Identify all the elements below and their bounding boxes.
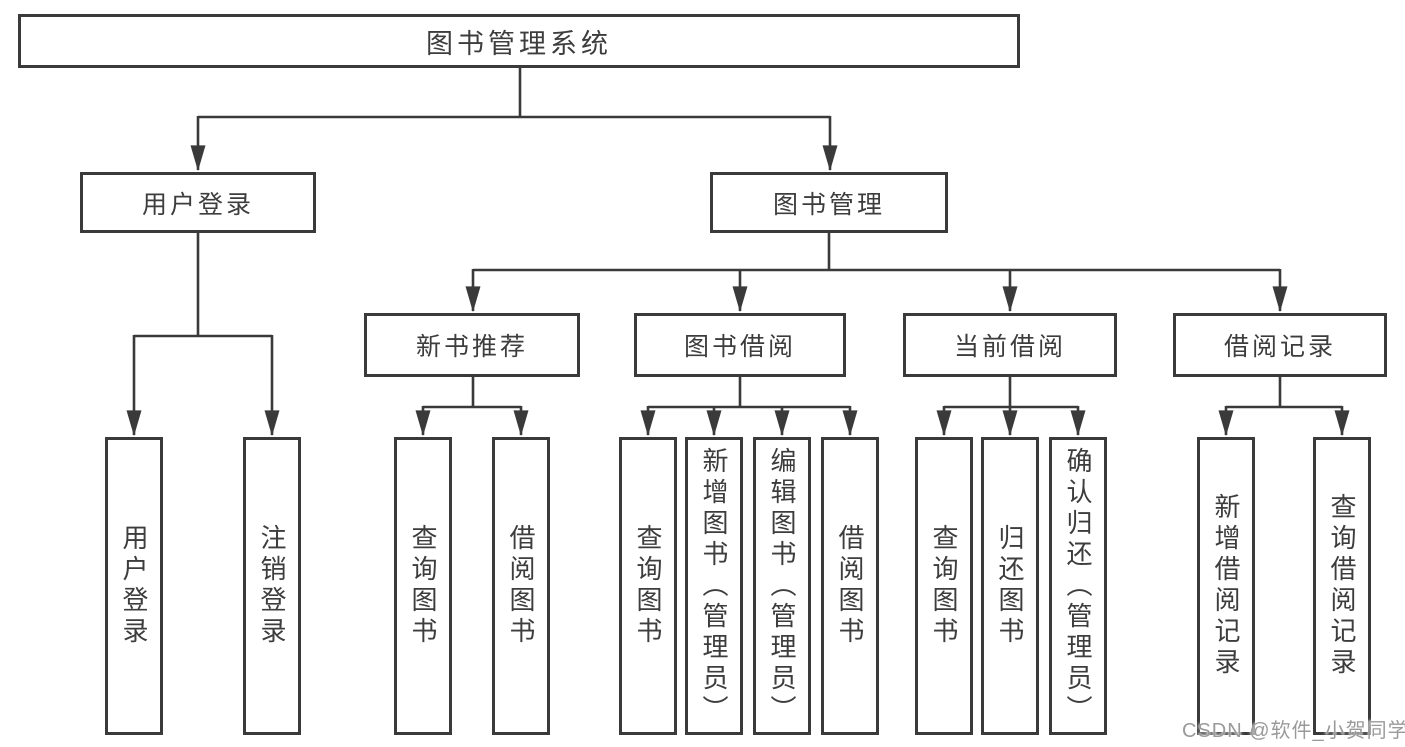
node-leaf-return-books: 归还图书 [981,437,1039,735]
node-label: 当前借阅 [953,333,1066,361]
node-label: 借阅记录 [1223,333,1336,361]
node-leaf-borrow-books: 借阅图书 [821,437,879,735]
node-label: 归还图书 [995,524,1025,648]
node-book-management: 图书管理 [710,172,948,233]
node-leaf-user-login: 用户登录 [105,437,163,735]
node-label: 新增借阅记录 [1211,493,1241,679]
node-label: 图书借阅 [683,333,796,361]
node-leaf-borrow-books-recommend: 借阅图书 [492,437,550,735]
node-book-borrow: 图书借阅 [634,313,846,377]
node-new-book-recommend: 新书推荐 [364,313,580,377]
node-label: 编辑图书（管理员） [767,446,797,726]
node-leaf-logout: 注销登录 [243,437,301,735]
node-label: 图书管理系统 [426,28,612,59]
node-label: 确认归还（管理员） [1063,446,1093,726]
node-current-borrow: 当前借阅 [903,313,1117,377]
node-label: 注销登录 [257,524,287,648]
node-user-login: 用户登录 [80,172,316,233]
node-borrow-records: 借阅记录 [1173,313,1387,377]
node-label: 查询图书 [633,524,663,648]
node-label: 借阅图书 [506,524,536,648]
node-leaf-query-books-recommend: 查询图书 [394,437,452,735]
node-label: 用户登录 [119,524,149,648]
node-label: 图书管理 [772,190,885,219]
node-label: 用户登录 [141,190,254,219]
node-leaf-query-books-current: 查询图书 [915,437,973,735]
node-label: 新增图书（管理员） [699,446,729,726]
node-label: 借阅图书 [835,524,865,648]
node-leaf-confirm-return-admin: 确认归还（管理员） [1049,437,1107,735]
node-label: 查询借阅记录 [1327,493,1357,679]
csdn-watermark: CSDN @软件_小贺同学 [1182,720,1405,742]
node-label: 新书推荐 [415,333,528,361]
node-leaf-query-borrow-record: 查询借阅记录 [1313,437,1371,735]
node-leaf-add-books-admin: 新增图书（管理员） [685,437,743,735]
node-label: 查询图书 [408,524,438,648]
node-library-management-system: 图书管理系统 [18,14,1020,68]
node-leaf-add-borrow-record: 新增借阅记录 [1197,437,1255,735]
node-leaf-query-books-borrow: 查询图书 [619,437,677,735]
node-leaf-edit-books-admin: 编辑图书（管理员） [753,437,811,735]
node-label: 查询图书 [929,524,959,648]
